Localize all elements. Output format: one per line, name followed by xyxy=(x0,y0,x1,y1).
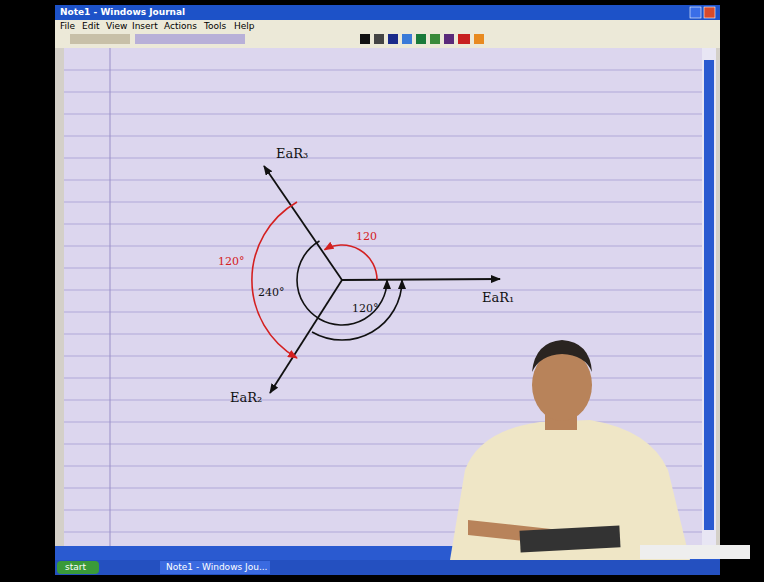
angle-label: 120° xyxy=(218,255,245,268)
angle-arc xyxy=(325,245,378,280)
taskbar xyxy=(55,560,720,575)
start-button xyxy=(57,561,99,574)
tablet xyxy=(519,525,620,552)
scroll-thumb xyxy=(704,60,714,530)
phasor-diagram xyxy=(252,166,500,393)
window-title: Note1 - Windows Journal xyxy=(60,7,185,17)
angle-arc xyxy=(252,202,297,358)
menu-item: Insert xyxy=(132,21,158,31)
toolbar xyxy=(55,31,720,48)
phasor-arrow xyxy=(264,166,342,280)
menu-item: Help xyxy=(234,21,255,31)
angle-label: 120° xyxy=(352,302,379,315)
angle-arc xyxy=(312,280,402,340)
menu-item: View xyxy=(106,21,127,31)
window-frame xyxy=(55,5,720,575)
phasor-label: EaR₂ xyxy=(230,390,262,405)
menu-bar xyxy=(55,20,720,31)
angle-label: 120 xyxy=(356,230,377,243)
lecturer xyxy=(450,340,750,560)
menu-item: Tools xyxy=(204,21,226,31)
margin-line xyxy=(110,48,111,546)
scrollbar xyxy=(702,48,716,546)
phasor-label: EaR₁ xyxy=(482,290,514,305)
phasor-label: EaR₃ xyxy=(276,146,308,161)
start-label: start xyxy=(65,562,86,572)
angle-arc xyxy=(297,241,387,325)
toolbar-swatches xyxy=(70,34,484,44)
task-button xyxy=(160,561,270,574)
angle-label: 240° xyxy=(258,286,285,299)
menu-item: Edit xyxy=(82,21,99,31)
title-bar xyxy=(55,5,720,20)
phasor-arrow xyxy=(342,279,500,280)
task-label: Note1 - Windows Jou... xyxy=(166,562,267,572)
menu-item: File xyxy=(60,21,75,31)
menu-item: Actions xyxy=(164,21,197,31)
